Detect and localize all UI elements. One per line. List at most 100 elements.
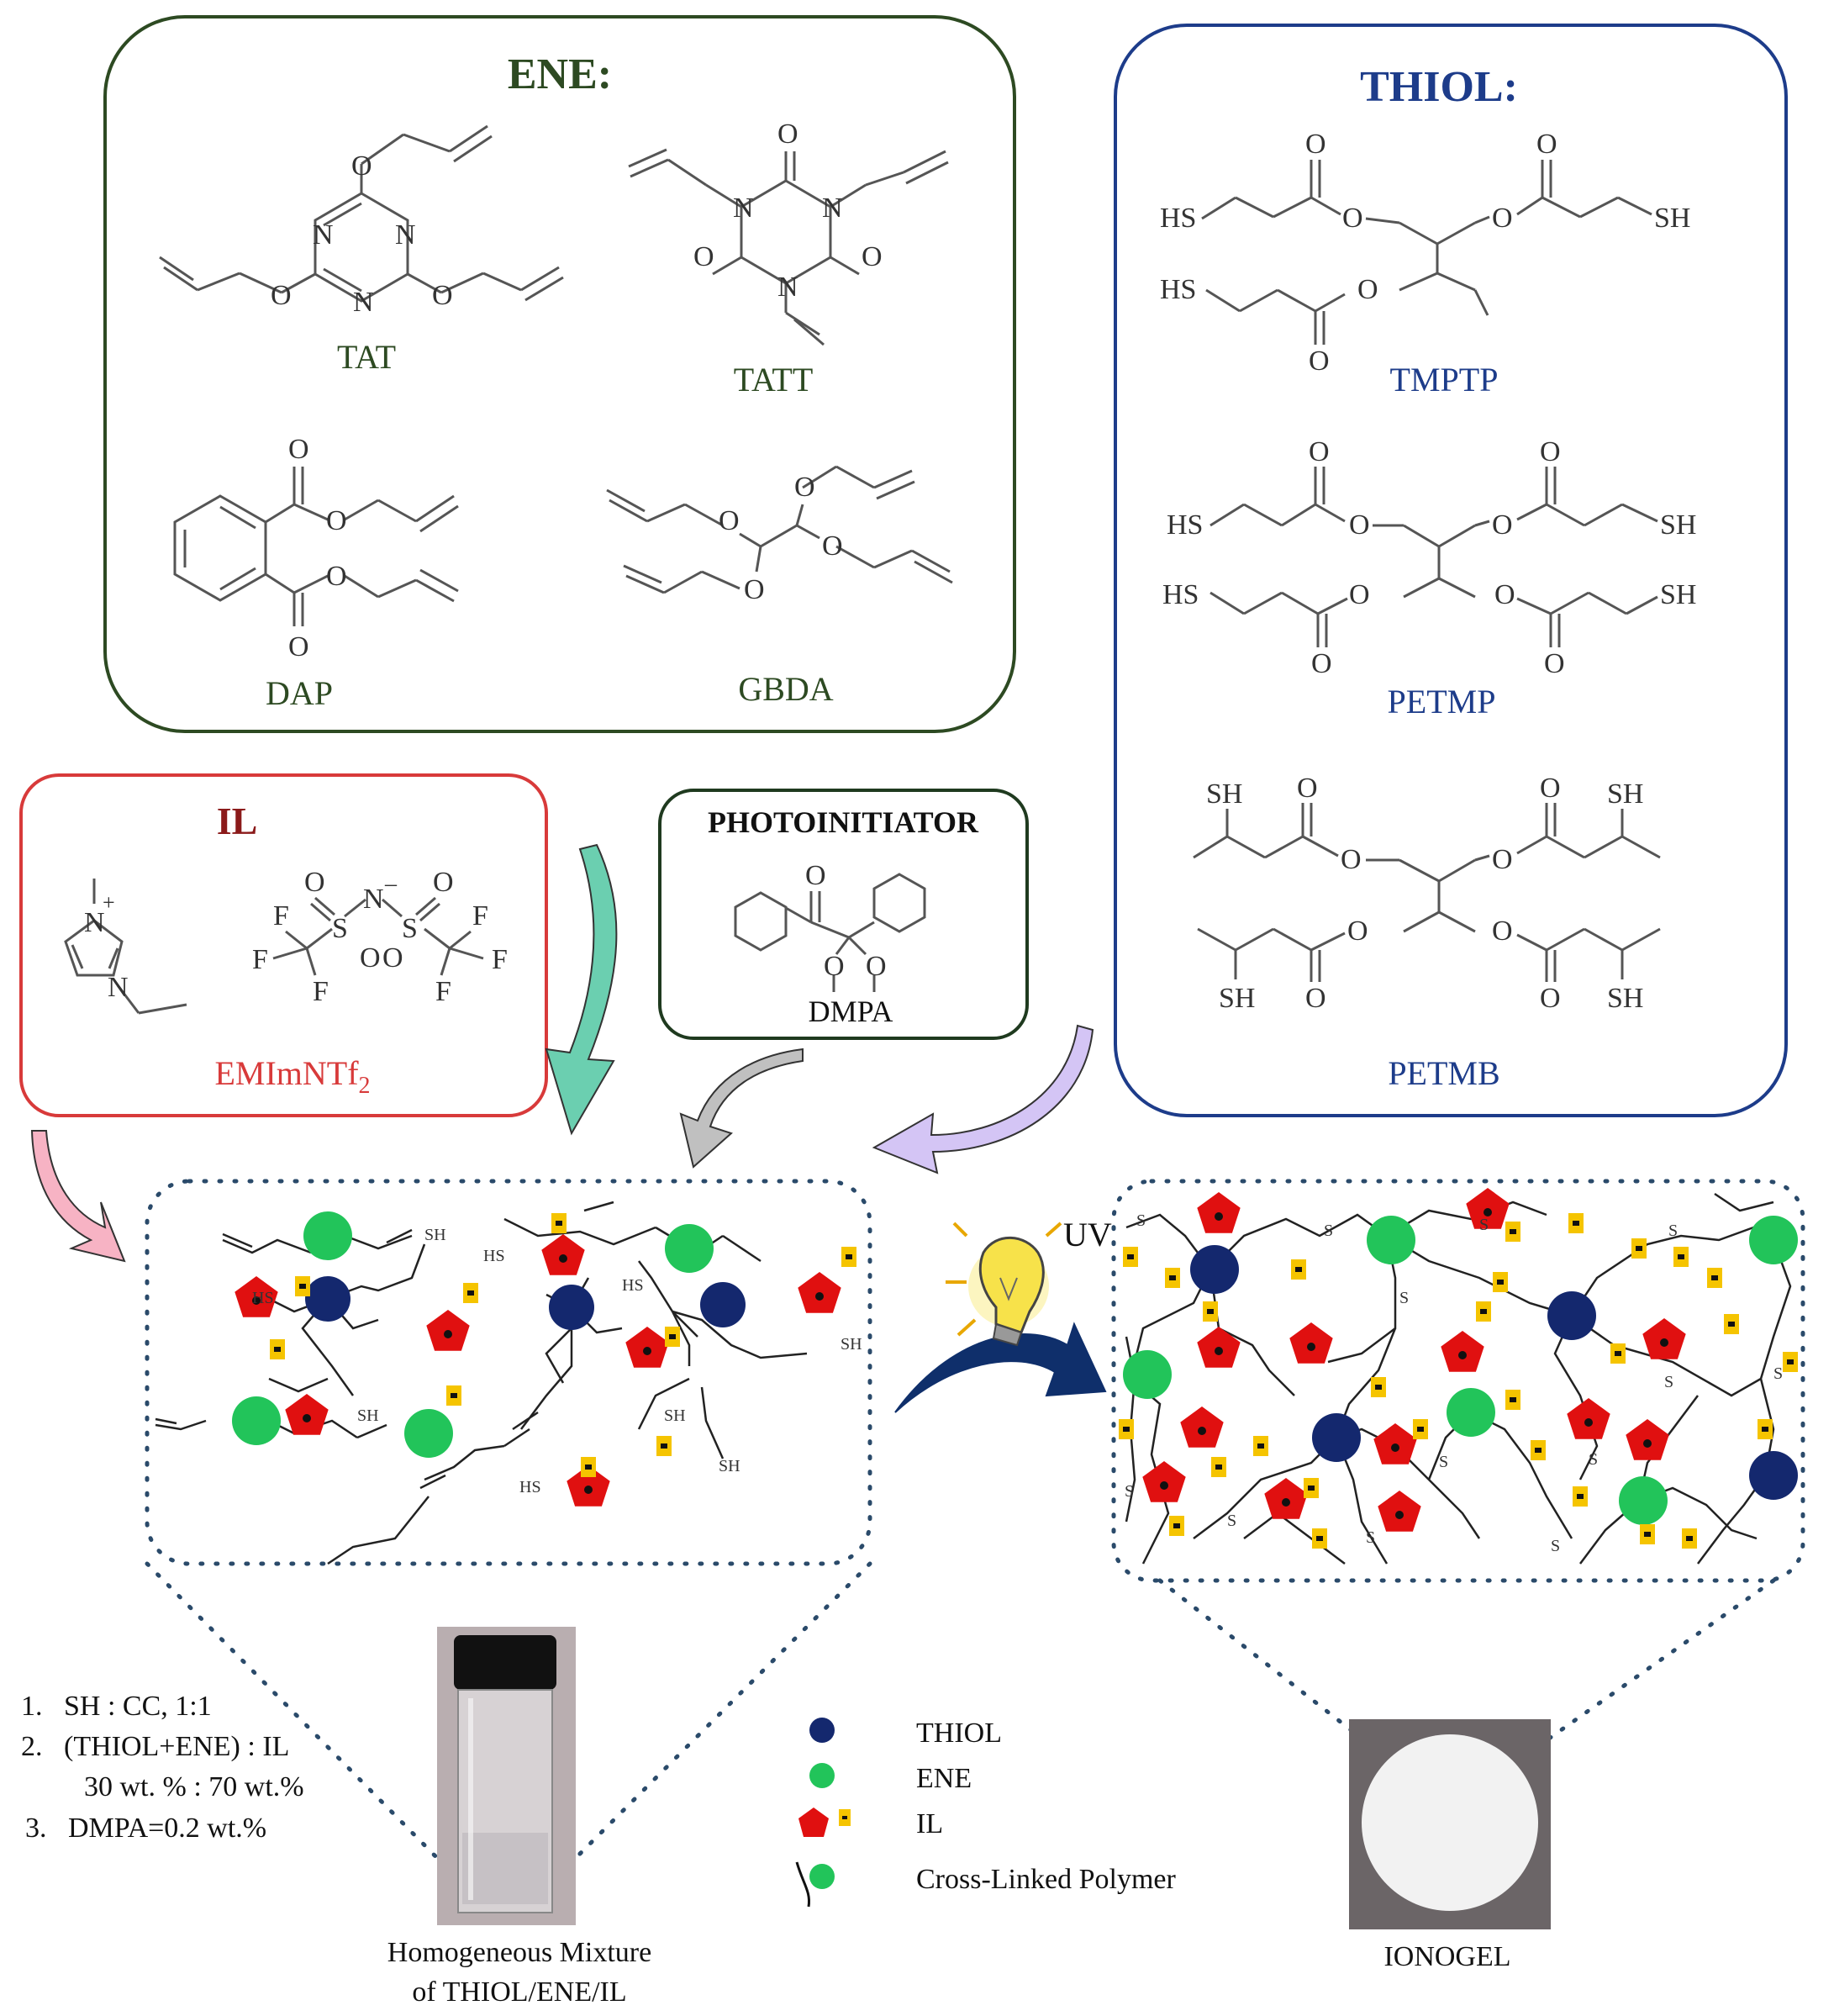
gbda-atom-o: O <box>822 530 843 562</box>
mixture-sh-label: SH <box>719 1457 740 1475</box>
il-anion-mark <box>299 1284 306 1289</box>
legend-thiol-label: THIOL <box>916 1718 1002 1749</box>
tat-label: TAT <box>337 338 396 376</box>
tat-atom-n: N <box>353 287 374 318</box>
tatt-structure: O N N N O O <box>628 119 949 346</box>
tat-atom-o: O <box>432 280 453 311</box>
ene-node <box>1447 1388 1495 1437</box>
thiol-panel: THIOL: HS O O O O SH <box>1114 24 1788 1117</box>
il-cation-dot <box>303 1414 311 1422</box>
il-frame <box>19 773 548 1117</box>
il-anion-mark <box>1215 1465 1222 1470</box>
petmb-atom-o: O <box>1540 773 1561 804</box>
tmptp-atom-hs: HS <box>1160 203 1196 234</box>
condition-2: 2. (THIOL+ENE) : IL <box>21 1731 289 1762</box>
il-anion-mark <box>467 1290 474 1296</box>
il-anion-mark <box>274 1347 281 1352</box>
pink-arrow <box>30 1130 126 1263</box>
il-anion-mark <box>1308 1486 1315 1491</box>
petmb-atom-o: O <box>1492 916 1513 947</box>
tat-atom-o: O <box>351 150 372 182</box>
dap-atom-o: O <box>288 631 309 662</box>
petmb-atom-sh: SH <box>1219 983 1255 1014</box>
ionogel-nodes <box>1119 1188 1798 1549</box>
petmb-atom-sh: SH <box>1607 983 1643 1014</box>
ntf2-atom-o: O <box>360 942 381 974</box>
dmpa-atom-o: O <box>824 951 845 982</box>
tatt-label: TATT <box>734 361 814 398</box>
il-cation-dot <box>1160 1481 1168 1490</box>
gbda-atom-o: O <box>794 472 815 503</box>
ene-node <box>303 1211 352 1260</box>
ene-node <box>1123 1350 1172 1399</box>
ionogel-s-label: S <box>1399 1289 1409 1307</box>
tmptp-atom-o: O <box>1309 346 1330 377</box>
il-cation-dot <box>1215 1347 1223 1355</box>
ionogel-s-label: S <box>1324 1222 1333 1240</box>
legend-crosslink-label: Cross-Linked Polymer <box>916 1864 1176 1895</box>
gbda-atom-o: O <box>744 574 765 605</box>
il-ion-pair-icon <box>798 1808 851 1837</box>
petmp-atom-o: O <box>1492 509 1513 541</box>
il-anion-mark <box>1207 1309 1214 1314</box>
il-cation-dot <box>643 1347 651 1355</box>
thiol-frame <box>1114 24 1788 1117</box>
petmp-label: PETMP <box>1388 683 1496 720</box>
tatt-atom-o: O <box>862 241 883 272</box>
il-anion-mark <box>1636 1246 1642 1251</box>
dmpa-atom-o: O <box>866 951 887 982</box>
petmp-atom-o: O <box>1349 509 1370 541</box>
petmp-structure: HS O O O O SH O <box>1162 436 1696 679</box>
ene-frame <box>103 15 1016 733</box>
il-anion-mark <box>1573 1221 1579 1226</box>
il-cation-dot <box>252 1296 261 1305</box>
thiol-node-icon <box>809 1718 835 1743</box>
mixture-sh-labels: SH HS SH HS HS SH SH SH HS <box>252 1226 862 1496</box>
tmptp-structure: HS O O O O SH O <box>1160 129 1690 377</box>
petmp-atom-o: O <box>1311 648 1332 679</box>
petmp-atom-hs: HS <box>1162 579 1199 610</box>
petmb-atom-sh: SH <box>1607 778 1643 810</box>
mixture-sh-label: SH <box>841 1335 862 1354</box>
uv-label: UV <box>1063 1216 1112 1253</box>
teal-arrow <box>545 843 618 1136</box>
dotted-connectors <box>145 1561 1776 1865</box>
mixture-caption-line1: Homogeneous Mixture <box>387 1937 651 1968</box>
ntf2-atom-s: S <box>402 913 418 944</box>
photoinitiator-title: PHOTOINITIATOR <box>708 805 979 839</box>
ntf2-atom-o: O <box>433 867 454 898</box>
petmp-atom-o: O <box>1309 436 1330 467</box>
ionogel-s-label: S <box>1125 1482 1134 1501</box>
petmp-atom-sh: SH <box>1660 509 1696 541</box>
il-cation-dot <box>1198 1427 1206 1435</box>
il-anion-mark <box>1316 1536 1323 1541</box>
il-anion-mark <box>1417 1427 1424 1432</box>
navy-reaction-arrow <box>894 1322 1107 1413</box>
petmb-label: PETMB <box>1388 1054 1499 1092</box>
tat-structure: O N N N O O <box>159 124 564 318</box>
il-cation-dot <box>815 1292 824 1301</box>
dmpa-structure: O O O <box>734 860 926 992</box>
il-anion-mark <box>1127 1254 1134 1259</box>
tmptp-atom-o: O <box>1536 129 1557 160</box>
gbda-atom-o: O <box>719 505 740 536</box>
petmb-atom-sh: SH <box>1206 778 1242 810</box>
emim-charge-plus: + <box>103 890 115 915</box>
mixture-hs-label: HS <box>519 1478 541 1496</box>
mixture-caption-line2: of THIOL/ENE/IL <box>412 1976 626 2008</box>
il-anion-mark <box>1644 1532 1651 1537</box>
ionogel-network-frame <box>1111 1179 1805 1583</box>
thiol-node <box>1190 1245 1239 1294</box>
ntf2-atom-f: F <box>472 900 488 931</box>
ntf2-atom-f: F <box>273 900 289 931</box>
condition-3: 3. DMPA=0.2 wt.% <box>25 1813 266 1844</box>
il-cation-dot <box>1395 1511 1404 1519</box>
petmb-atom-o: O <box>1347 916 1368 947</box>
emim-atom-n: N <box>84 907 105 938</box>
mixture-hs-label: HS <box>622 1276 644 1295</box>
crosslink-icon <box>795 1861 835 1908</box>
reaction-conditions: 1. SH : CC, 1:1 2. (THIOL+ENE) : IL 30 w… <box>21 1691 304 1844</box>
ntf2-anion-structure: O N – O S S O O F F F F F <box>252 867 508 1007</box>
mixture-caption: Homogeneous Mixture of THIOL/ENE/IL <box>387 1937 651 2008</box>
ene-node <box>404 1409 453 1458</box>
